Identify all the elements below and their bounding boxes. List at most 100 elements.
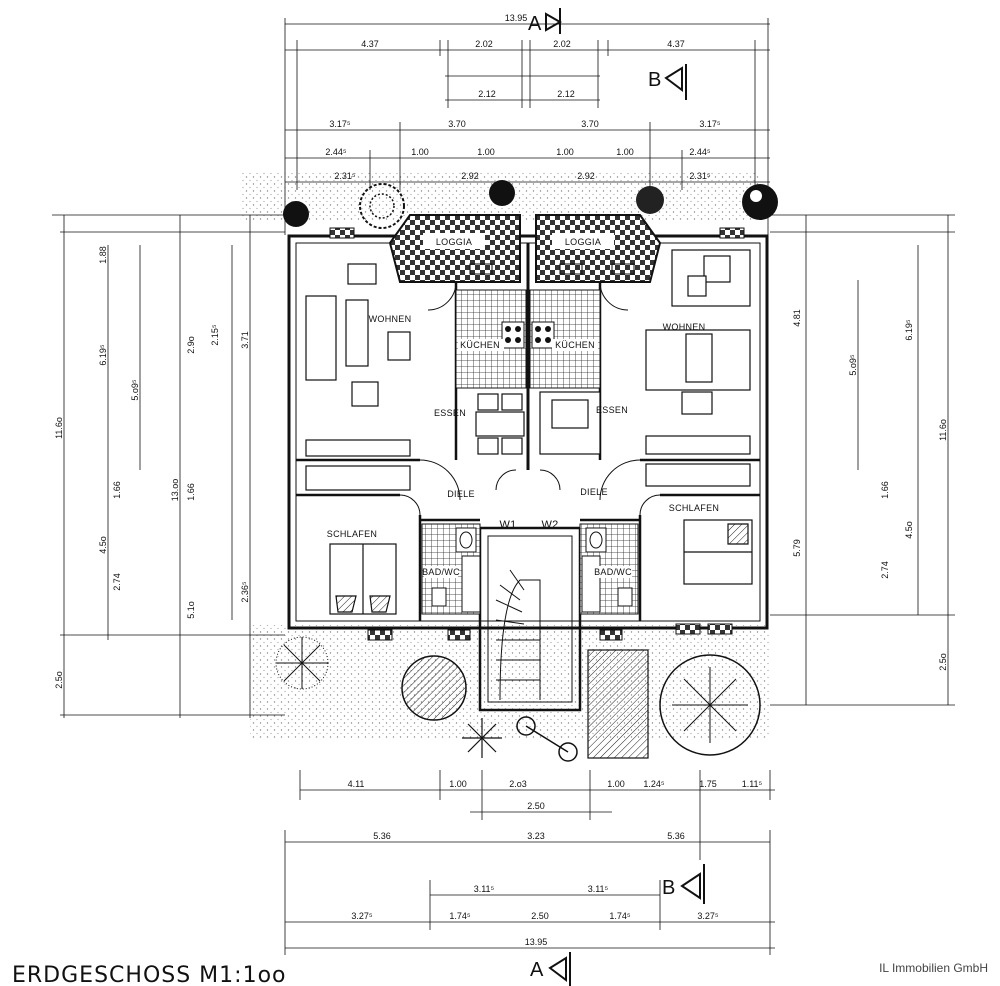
dim-left-col-0: 1.88	[98, 246, 108, 264]
dim-top-r1-d: 4.37	[667, 39, 685, 49]
dim-right-col2-0: 6.19⁵	[904, 319, 914, 341]
section-marker-b-bottom: B	[662, 864, 705, 904]
room-wohnen-left: WOHNEN	[369, 314, 412, 324]
dim-right-col2-3: 4.5o	[904, 521, 914, 539]
dim-bottom-r5-b: 1.74⁵	[449, 911, 471, 921]
dim-top-r4-a: 2.44⁵	[325, 147, 347, 157]
dim-left-inner: 13.oo	[170, 479, 180, 502]
section-marker-a-bottom: A	[530, 952, 571, 986]
section-marker-b-top: B	[648, 64, 687, 100]
dim-bottom-r1-a: 4.11	[348, 779, 365, 789]
svg-text:BAD/WC: BAD/WC	[422, 567, 460, 577]
dim-top-r3-b: 3.70	[448, 119, 466, 129]
dim-top-r4-c: 1.00	[477, 147, 495, 157]
tree-icon-1	[283, 201, 309, 227]
dim-bottom-total: 13.95	[525, 937, 548, 947]
room-schlafen-right: SCHLAFEN	[669, 503, 719, 513]
dim-top-r5-b: 2.92	[461, 171, 479, 181]
dim-top-r2-b: 2.12	[557, 89, 575, 99]
dim-bottom-r1-e: 1.24⁵	[643, 779, 665, 789]
dim-top-r1-a: 4.37	[361, 39, 379, 49]
svg-text:B: B	[662, 877, 675, 899]
dim-bottom-r1-b: 1.00	[449, 779, 467, 789]
room-wohnen-right: WOHNEN	[663, 322, 706, 332]
dim-right-col-0: 4.81	[792, 309, 802, 327]
room-diele-left: DIELE	[447, 489, 475, 499]
svg-text:A: A	[530, 959, 544, 981]
dim-left-col2-3: 1.66	[186, 483, 196, 501]
room-essen-right: ESSEN	[596, 405, 628, 415]
dim-top-r1-c: 2.02	[553, 39, 571, 49]
svg-text:LOGGIA: LOGGIA	[565, 237, 601, 247]
furniture-left	[305, 263, 525, 491]
staircase	[495, 569, 541, 701]
dim-bottom-r5-d: 1.74⁵	[609, 911, 631, 921]
dim-bottom-r1-c: 2.o3	[509, 779, 527, 789]
bicycle-icon	[516, 716, 578, 762]
drawing-title: ERDGESCHOSS M1:1oo	[12, 963, 287, 986]
tree-icon-3	[489, 180, 515, 206]
dim-right-col2-1: 5.o9⁵	[848, 354, 858, 376]
kitchen-left: KÜCHEN	[455, 289, 527, 389]
tree-icon-8	[462, 718, 502, 758]
kitchen-right: KÜCHEN	[529, 289, 601, 389]
svg-text:A: A	[528, 13, 542, 35]
dim-top-r3-d: 3.17⁵	[699, 119, 721, 129]
bed-right	[683, 519, 753, 585]
tree-icon-9	[659, 654, 761, 756]
svg-text:KÜCHEN: KÜCHEN	[460, 340, 500, 350]
dim-right-col-1: 5.79	[792, 539, 802, 557]
dim-top-r5-a: 2.31⁵	[334, 171, 356, 181]
dim-top-r3-c: 3.70	[581, 119, 599, 129]
dim-left-col-3: 1.66	[112, 481, 122, 499]
dim-bottom-r3-a: 5.36	[373, 831, 391, 841]
svg-text:KÜCHEN: KÜCHEN	[555, 340, 595, 350]
dim-left-col2-4: 5.1o	[186, 601, 196, 619]
dim-top-r4-e: 1.00	[616, 147, 634, 157]
furniture-right	[539, 249, 751, 487]
dim-top-r2-a: 2.12	[478, 89, 496, 99]
tree-icon-4	[636, 186, 664, 214]
dim-bottom-r3-b: 3.23	[527, 831, 545, 841]
dim-left-col-5: 2.74	[112, 573, 122, 591]
label-w1: W1	[499, 519, 516, 531]
dim-left-outer: 11.6o	[54, 417, 64, 439]
dim-bottom-r5-e: 3.27⁵	[697, 911, 719, 921]
bed-left	[329, 543, 397, 615]
dim-bottom-r5-a: 3.27⁵	[351, 911, 373, 921]
label-w2: W2	[541, 519, 558, 531]
dim-bottom-r4-b: 3.11⁵	[588, 884, 609, 894]
tree-icon-7	[401, 655, 467, 721]
dim-left-col2-2: 2.15⁵	[210, 324, 220, 346]
exterior-stairs	[587, 649, 649, 759]
dim-left-col2-1: 2.9o	[186, 336, 196, 354]
dim-top-r4-d: 1.00	[556, 147, 574, 157]
dim-bottom-r1-f: 1.75	[699, 779, 717, 789]
dim-top-total: 13.95	[505, 13, 528, 23]
svg-text:BAD/WC: BAD/WC	[594, 567, 632, 577]
room-essen-left: ESSEN	[434, 408, 466, 418]
svg-text:B: B	[648, 69, 661, 91]
dim-left-col2-5: 2.36⁵	[240, 581, 250, 603]
dim-top-r5-c: 2.92	[577, 171, 595, 181]
dim-left-col-2: 5.o9⁵	[130, 379, 140, 401]
dim-right-outer: 11.6o	[938, 419, 948, 441]
dim-top-r1-b: 2.02	[475, 39, 493, 49]
dim-right-col2-4: 2.74	[880, 561, 890, 579]
dim-bottom-r5-c: 2.50	[531, 911, 549, 921]
watermark: IL Immobilien GmbH	[879, 961, 988, 975]
tree-icon-5	[742, 184, 778, 220]
dim-right-col2-2: 1.66	[880, 481, 890, 499]
tree-icon-2	[359, 183, 405, 229]
dim-top-r3-a: 3.17⁵	[329, 119, 351, 129]
dim-bottom-r4-a: 3.11⁵	[474, 884, 495, 894]
room-diele-right: DIELE	[580, 487, 608, 497]
dim-bottom-r1-d: 1.00	[607, 779, 625, 789]
bathroom-left: BAD/WC	[421, 523, 481, 615]
dim-right-bottom: 2.5o	[938, 653, 948, 671]
dim-top-r4-b: 1.00	[411, 147, 429, 157]
section-marker-a-top: A	[528, 8, 563, 35]
dim-top-r5-d: 2.31⁵	[689, 171, 711, 181]
dim-left-col2-0: 3.71	[240, 331, 250, 349]
